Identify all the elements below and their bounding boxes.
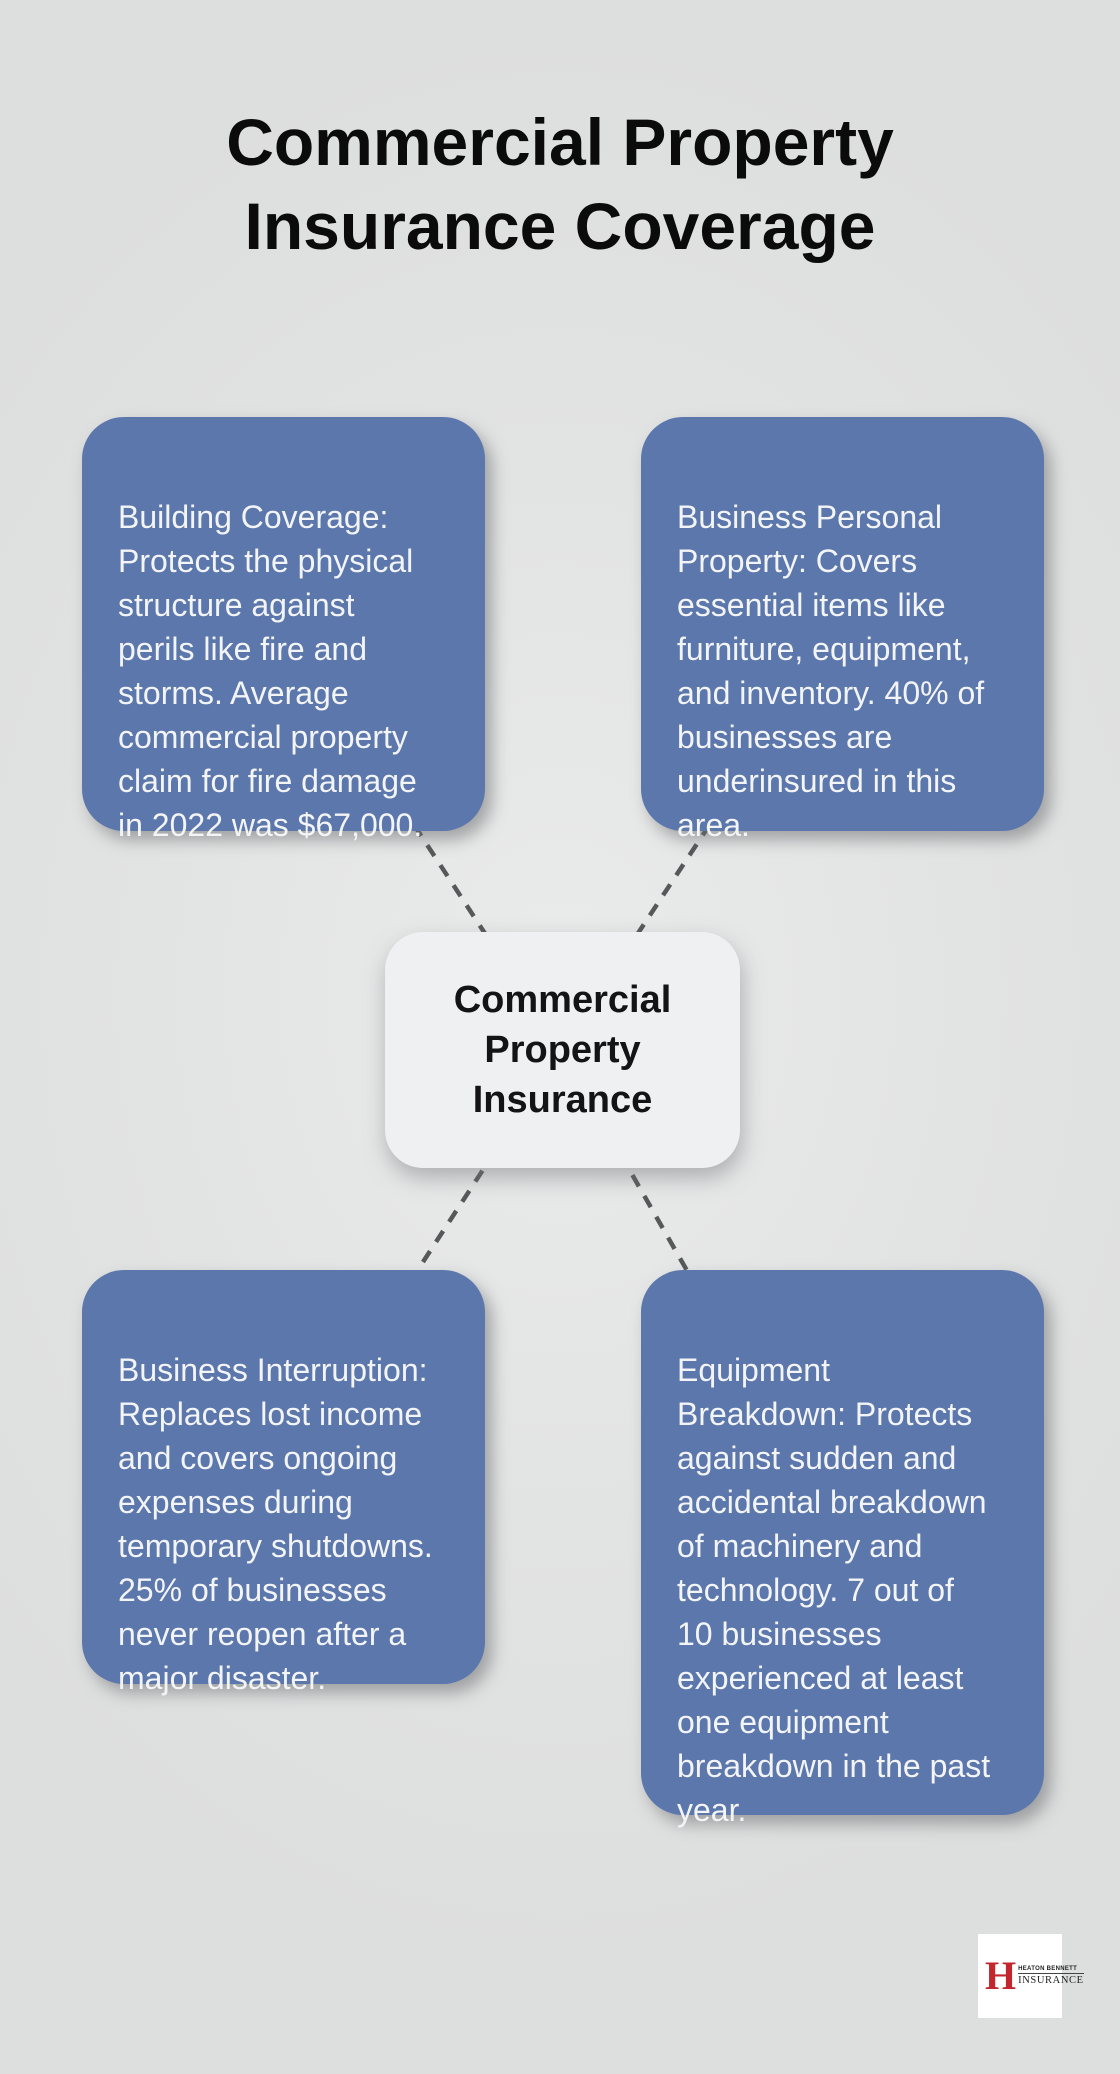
node-business-interruption-text: Business Interruption: Replaces lost inc… — [118, 1352, 433, 1696]
node-business-interruption: Business Interruption: Replaces lost inc… — [82, 1270, 485, 1696]
node-business-personal-property-text: Business Personal Property: Covers essen… — [677, 499, 985, 843]
logo-company-name: HEATON BENNETT — [1018, 1966, 1084, 1974]
center-node: Commercial Property Insurance — [385, 932, 740, 1168]
logo-wordmark: HEATON BENNETT INSURANCE — [1018, 1966, 1084, 1986]
brand-logo: H HEATON BENNETT INSURANCE — [978, 1934, 1084, 2018]
logo-company-type: INSURANCE — [1018, 1975, 1084, 1986]
node-equipment-breakdown: Equipment Breakdown: Protects against su… — [641, 1270, 1044, 1828]
logo-monogram: H — [985, 1953, 1017, 1998]
node-building-coverage-text: Building Coverage: Protects the physical… — [118, 499, 423, 843]
page-title: Commercial Property Insurance Coverage — [226, 105, 894, 263]
node-building-coverage: Building Coverage: Protects the physical… — [82, 417, 485, 843]
node-equipment-breakdown-text: Equipment Breakdown: Protects against su… — [677, 1352, 991, 1828]
center-node-label: Commercial Property Insurance — [453, 979, 672, 1121]
node-business-personal-property: Business Personal Property: Covers essen… — [641, 417, 1044, 843]
